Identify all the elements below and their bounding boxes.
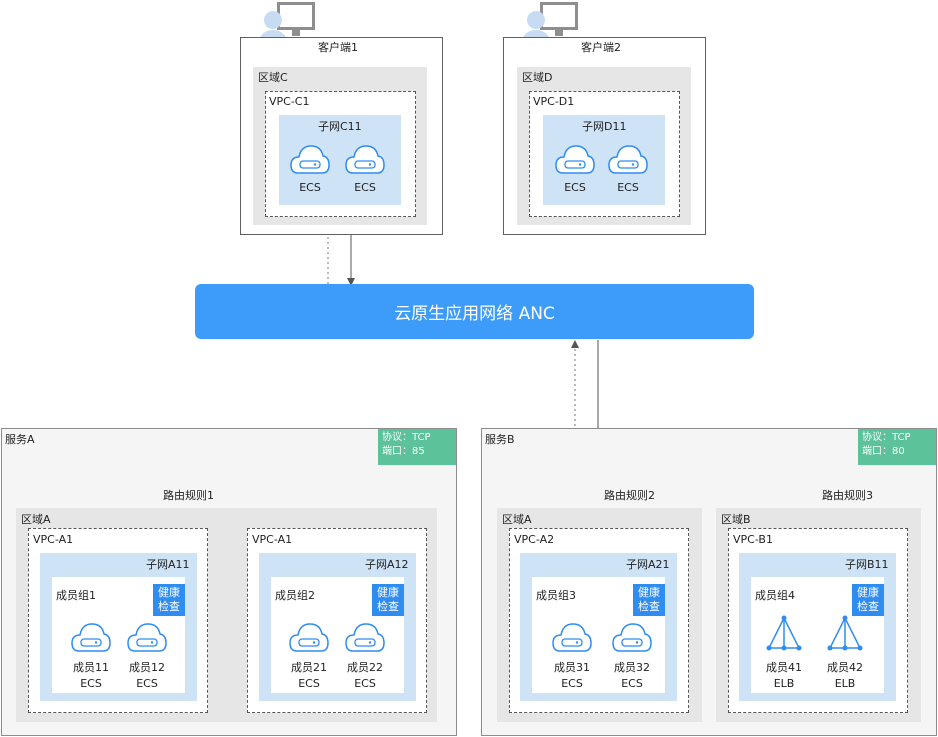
- ecs-label: ECS: [354, 181, 376, 194]
- ecs-label: ECS: [299, 181, 321, 194]
- cloud-server-icon: [345, 623, 385, 652]
- member-group-label-1: 成员组1: [56, 589, 96, 602]
- vpc-label-c1: VPC-C1: [269, 95, 310, 108]
- member-node-31: 成员31 ECS: [550, 622, 594, 690]
- route-label-2: 路由规则2: [604, 489, 655, 502]
- health-check-badge-2: 健康 检查: [372, 584, 404, 616]
- member-type: ECS: [136, 677, 158, 690]
- cloud-server-icon: [290, 145, 330, 174]
- port-text: 端口：85: [382, 446, 425, 457]
- member-type: ECS: [621, 677, 643, 690]
- anc-bar: 云原生应用网络 ANC: [195, 284, 754, 339]
- vpc-label-a1-right: VPC-A1: [252, 533, 293, 546]
- vpc-label-d1: VPC-D1: [533, 95, 575, 108]
- cloud-server-icon: [127, 623, 167, 652]
- member-type: ELB: [834, 677, 856, 690]
- health-text-1: 健康: [638, 586, 660, 599]
- service-title-a: 服务A: [5, 433, 35, 446]
- vpc-label-a1-left: VPC-A1: [33, 533, 74, 546]
- member-group-label-4: 成员组4: [755, 589, 795, 602]
- health-check-badge-3: 健康 检查: [633, 584, 665, 616]
- health-text-2: 检查: [377, 600, 399, 613]
- health-text-1: 健康: [158, 586, 180, 599]
- subnet-label-c11: 子网C11: [318, 120, 362, 133]
- subnet-label-a11: 子网A11: [146, 558, 190, 571]
- member-node-22: 成员22 ECS: [343, 622, 387, 690]
- cloud-server-icon: [555, 145, 595, 174]
- health-text-2: 检查: [638, 600, 660, 613]
- ecs-node-c11-1: ECS: [290, 144, 330, 194]
- cloud-server-icon: [345, 145, 385, 174]
- health-text-2: 检查: [857, 600, 879, 613]
- protocol-text: 协议：TCP: [862, 432, 911, 443]
- ecs-node-d11-1: ECS: [555, 144, 595, 194]
- ecs-label: ECS: [564, 181, 586, 194]
- route-label-3: 路由规则3: [822, 489, 873, 502]
- member-name: 成员42: [827, 661, 863, 674]
- vpc-label-b1: VPC-B1: [733, 533, 773, 546]
- member-type: ECS: [298, 677, 320, 690]
- member-name: 成员21: [291, 661, 327, 674]
- health-text-2: 检查: [158, 600, 180, 613]
- member-group-label-2: 成员组2: [275, 589, 315, 602]
- health-check-badge-4: 健康 检查: [852, 584, 884, 616]
- ecs-node-c11-2: ECS: [345, 144, 385, 194]
- health-text-1: 健康: [857, 586, 879, 599]
- member-type: ECS: [561, 677, 583, 690]
- member-node-32: 成员32 ECS: [610, 622, 654, 690]
- member-node-21: 成员21 ECS: [287, 622, 331, 690]
- client-title-1: 客户端1: [318, 41, 358, 54]
- cloud-server-icon: [552, 623, 592, 652]
- region-label-c: 区域C: [258, 71, 288, 84]
- member-name: 成员11: [73, 661, 109, 674]
- member-name: 成员12: [129, 661, 165, 674]
- cloud-server-icon: [608, 145, 648, 174]
- member-group-label-3: 成员组3: [536, 589, 576, 602]
- ecs-node-d11-2: ECS: [608, 144, 648, 194]
- load-balancer-icon: [766, 615, 802, 651]
- member-type: ECS: [354, 677, 376, 690]
- protocol-badge-b: 协议：TCP 端口：80: [858, 429, 936, 465]
- subnet-label-d11: 子网D11: [582, 120, 627, 133]
- region-label-a-svc-a: 区域A: [21, 513, 51, 526]
- health-text-1: 健康: [377, 586, 399, 599]
- member-name: 成员22: [347, 661, 383, 674]
- anc-label: 云原生应用网络 ANC: [394, 304, 555, 324]
- subnet-label-b11: 子网B11: [845, 558, 889, 571]
- member-node-11: 成员11 ECS: [69, 622, 113, 690]
- service-title-b: 服务B: [485, 433, 515, 446]
- cloud-server-icon: [289, 623, 329, 652]
- port-text: 端口：80: [862, 446, 905, 457]
- vpc-label-a2: VPC-A2: [514, 533, 555, 546]
- ecs-label: ECS: [617, 181, 639, 194]
- member-type: ECS: [80, 677, 102, 690]
- member-type: ELB: [773, 677, 795, 690]
- member-name: 成员32: [614, 661, 650, 674]
- member-name: 成员41: [766, 661, 802, 674]
- region-label-d: 区域D: [522, 71, 553, 84]
- region-label-a-svc-b: 区域A: [502, 513, 532, 526]
- health-check-badge-1: 健康 检查: [153, 584, 185, 616]
- subnet-label-a21: 子网A21: [626, 558, 670, 571]
- cloud-server-icon: [71, 623, 111, 652]
- member-node-42: 成员42 ELB: [823, 614, 867, 690]
- route-label-1: 路由规则1: [163, 489, 214, 502]
- protocol-badge-a: 协议：TCP 端口：85: [378, 429, 456, 465]
- member-node-41: 成员41 ELB: [762, 614, 806, 690]
- load-balancer-icon: [827, 615, 863, 651]
- protocol-text: 协议：TCP: [382, 432, 431, 443]
- member-name: 成员31: [554, 661, 590, 674]
- client-title-2: 客户端2: [581, 41, 621, 54]
- member-node-12: 成员12 ECS: [125, 622, 169, 690]
- subnet-label-a12: 子网A12: [365, 558, 409, 571]
- region-label-b: 区域B: [721, 513, 751, 526]
- cloud-server-icon: [612, 623, 652, 652]
